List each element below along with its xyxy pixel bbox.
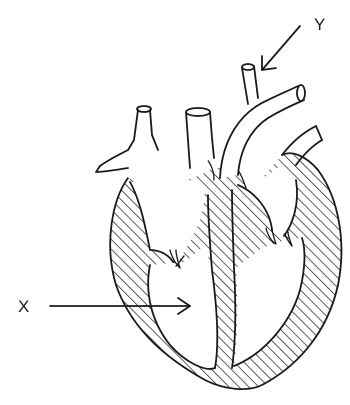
label-y: Y bbox=[314, 15, 325, 34]
label-x: X bbox=[18, 297, 29, 316]
arrow-y bbox=[262, 26, 300, 70]
